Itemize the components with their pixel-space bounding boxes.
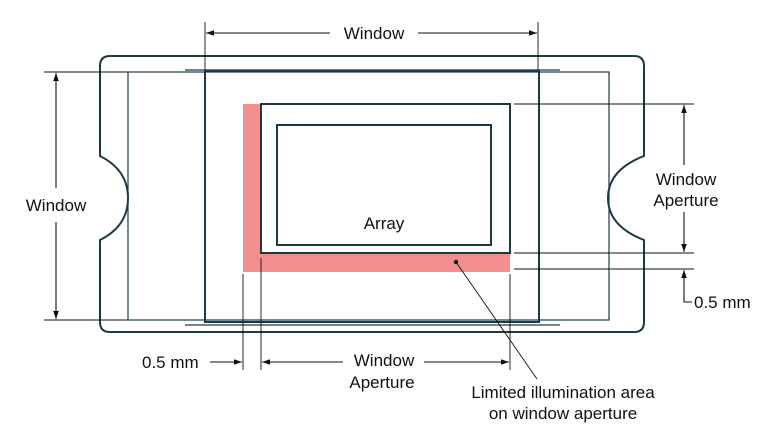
window-aperture [260, 103, 511, 254]
dim-offset-right-leader [683, 282, 692, 303]
aperture-bottom-label-2: Aperture [349, 373, 414, 392]
window [204, 70, 540, 323]
array-label: Array [364, 214, 405, 233]
illumination-area [243, 104, 510, 272]
callout-leader [455, 261, 538, 380]
aperture-right-label-2: Aperture [653, 191, 718, 210]
package-outline [99, 55, 645, 333]
illumination-label-1: Limited illumination area [471, 383, 655, 402]
aperture-bottom-label-1: Window [354, 351, 415, 370]
offset-bottom-label: 0.5 mm [142, 353, 199, 372]
window-left-label: Window [26, 196, 87, 215]
offset-right-label: 0.5 mm [694, 293, 751, 312]
window-top-label: Window [344, 24, 405, 43]
array [276, 124, 492, 246]
aperture-right-label-1: Window [656, 170, 717, 189]
illumination-label-2: on window aperture [489, 404, 637, 423]
